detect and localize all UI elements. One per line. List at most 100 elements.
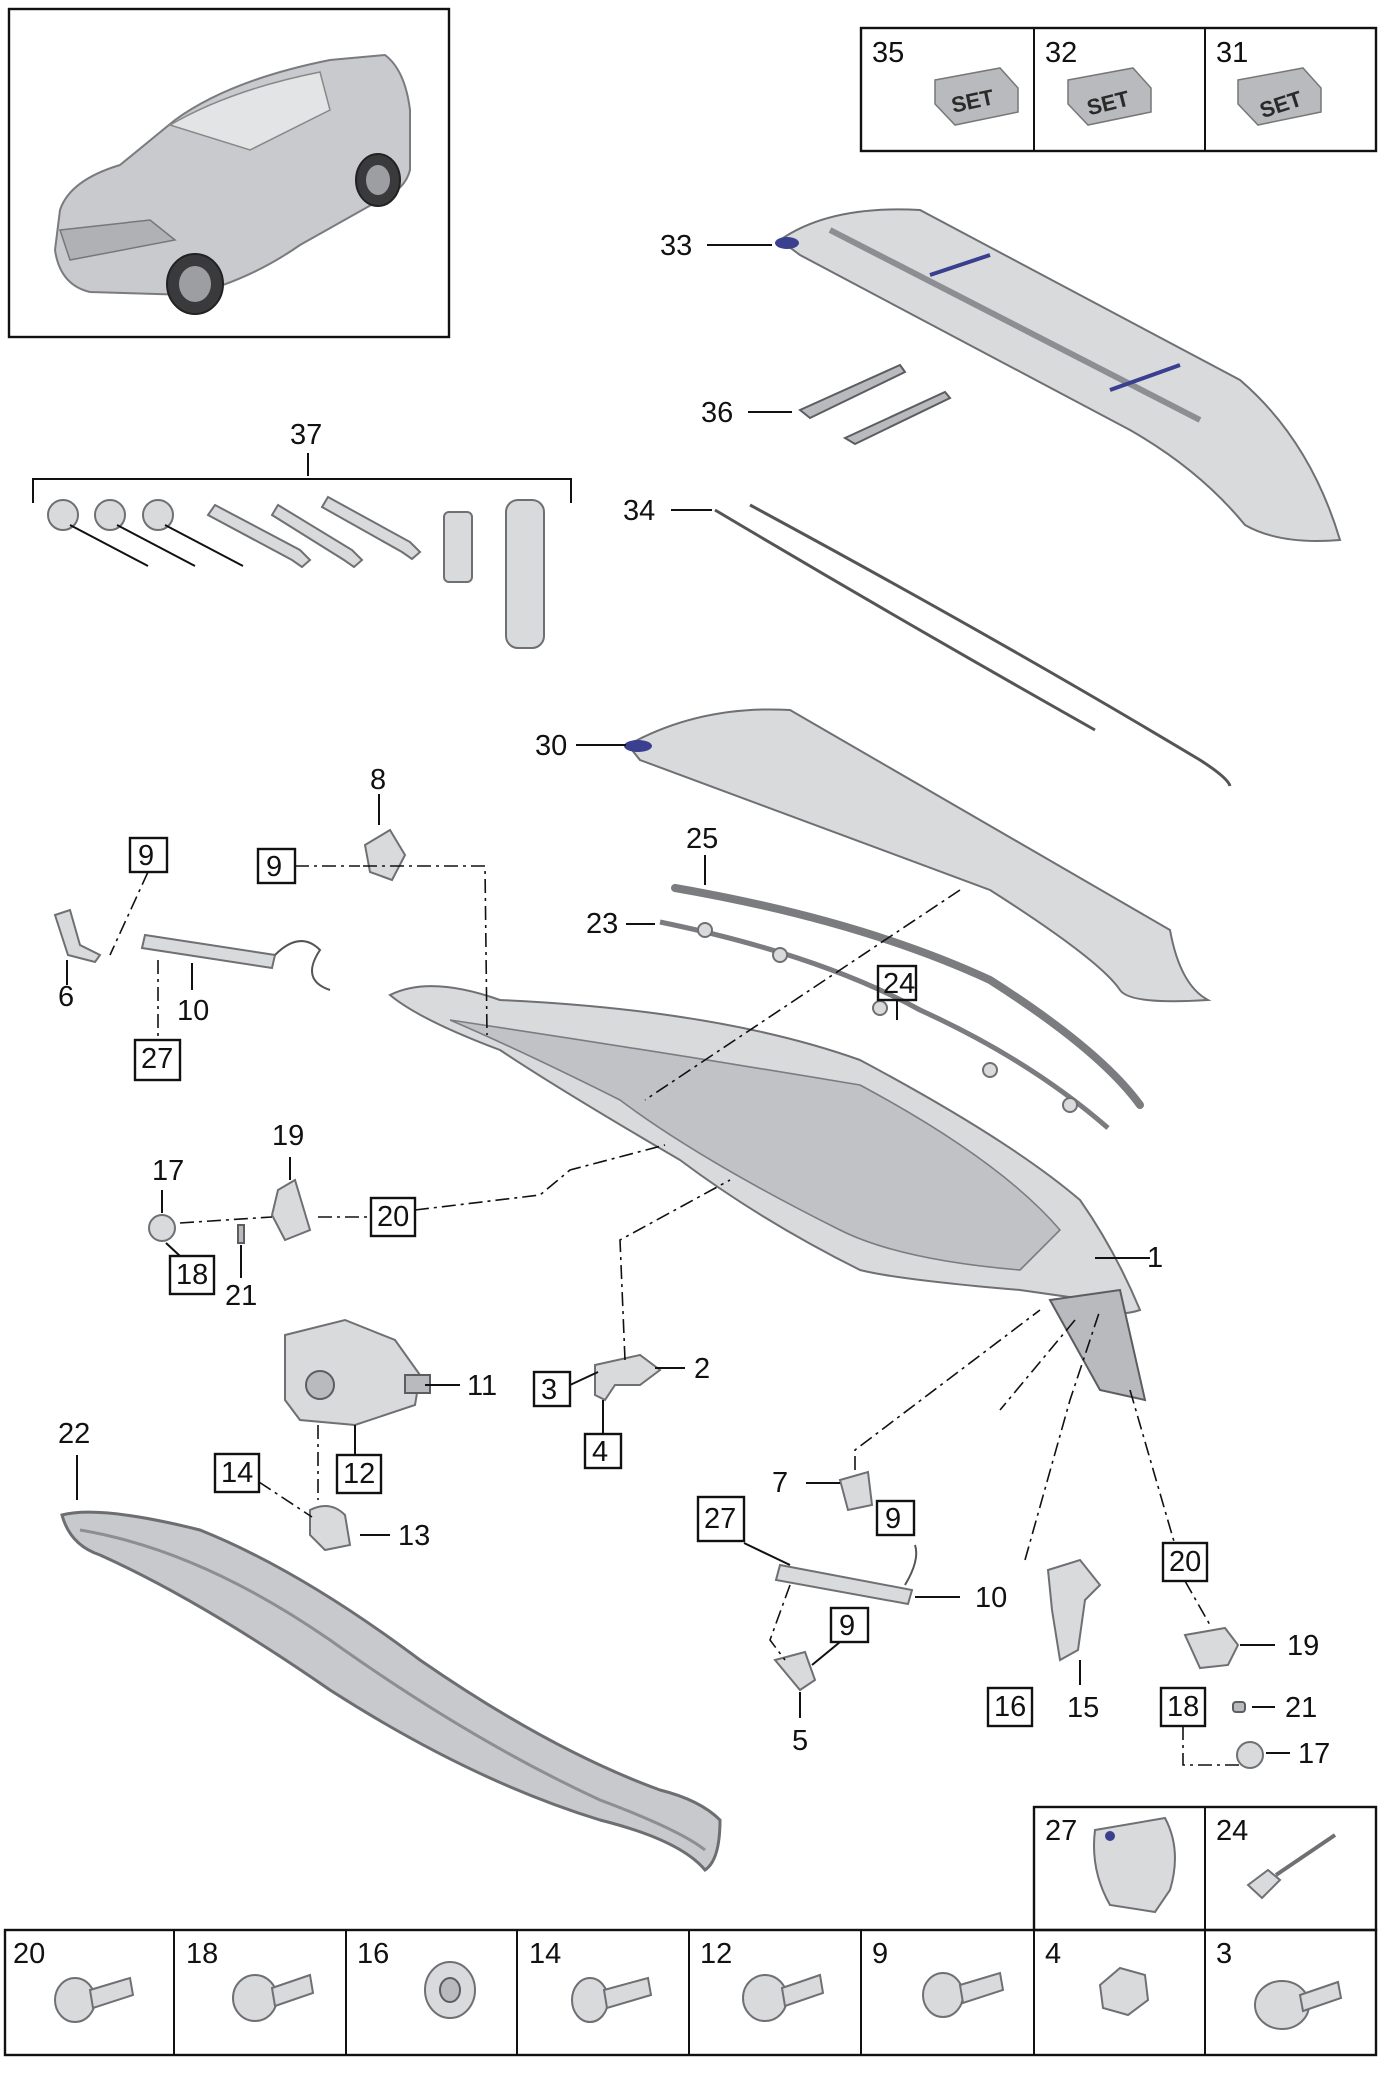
ball-socket-8-part[interactable]	[363, 828, 407, 882]
set-cell-32[interactable]: 32 SET	[1045, 37, 1152, 126]
clip-icon	[47, 499, 244, 567]
set-box-icon	[934, 67, 1019, 126]
seal-25-part[interactable]	[671, 884, 1144, 1109]
callout-10[interactable]: 10	[975, 1582, 1007, 1614]
set-cell-35[interactable]: 35 SET	[872, 37, 1019, 126]
callout-21[interactable]: 21	[225, 1280, 257, 1312]
actuator-15-part[interactable]	[1046, 1558, 1102, 1662]
part-number: 14	[529, 1938, 561, 1970]
garnish-panel-part[interactable]	[624, 708, 1212, 1003]
box-callout-9-lower[interactable]: 9	[811, 1606, 870, 1666]
callout-9: 9	[839, 1610, 855, 1642]
callout-5[interactable]: 5	[792, 1725, 808, 1757]
hinge-part[interactable]	[594, 1353, 662, 1402]
part-cell-9[interactable]: 9	[872, 1938, 1005, 2018]
callout-19[interactable]: 19	[272, 1120, 304, 1152]
part-cell-16[interactable]: 16	[357, 1938, 476, 2019]
callout-27: 27	[141, 1043, 173, 1075]
callout-18: 18	[1167, 1691, 1199, 1723]
callout-36[interactable]: 36	[701, 397, 733, 429]
box-callout-16[interactable]: 16	[986, 1686, 1034, 1728]
callout-33[interactable]: 33	[660, 230, 692, 262]
part-cell-24[interactable]: 24	[1216, 1815, 1337, 1900]
callout-25[interactable]: 25	[686, 823, 718, 855]
part-number: 3	[1216, 1938, 1232, 1970]
box-callout-9-left[interactable]: 9	[109, 836, 169, 956]
set-header-table: 35 SET 32 SET 31 SET	[859, 26, 1378, 153]
box-callout-18-left[interactable]: 18	[165, 1242, 216, 1296]
gas-strut-lower-part[interactable]	[773, 1544, 918, 1692]
callout-30[interactable]: 30	[535, 730, 567, 762]
box-callout-3[interactable]: 3	[532, 1370, 599, 1408]
buffer-19-upper-part[interactable]	[148, 1178, 312, 1244]
callout-23[interactable]: 23	[586, 908, 618, 940]
part-cell-20[interactable]: 20	[13, 1938, 135, 2023]
box-callout-12[interactable]: 12	[335, 1425, 383, 1495]
box-callout-4[interactable]: 4	[583, 1400, 623, 1470]
box-callout-20-right[interactable]: 20	[1129, 1389, 1211, 1626]
bolt-icon	[232, 1973, 315, 2022]
tailgate-part[interactable]	[388, 985, 1147, 1402]
callout-34[interactable]: 34	[623, 495, 655, 527]
callout-19[interactable]: 19	[1287, 1630, 1319, 1662]
box-callout-27-lower[interactable]: 27	[696, 1495, 791, 1566]
callout-6[interactable]: 6	[58, 981, 74, 1013]
callout-17[interactable]: 17	[152, 1155, 184, 1187]
buffer-19-lower-part[interactable]	[1183, 1626, 1264, 1769]
part-cell-3[interactable]: 3	[1216, 1938, 1343, 2030]
callout-2[interactable]: 2	[694, 1353, 710, 1385]
callout-11[interactable]: 11	[467, 1370, 497, 1402]
callout-13[interactable]: 13	[398, 1520, 430, 1552]
bolt-icon	[922, 1971, 1005, 2018]
callout-37[interactable]: 37	[290, 419, 322, 451]
box-callout-24[interactable]: 24	[876, 964, 918, 1020]
box-callout-20-left[interactable]: 20	[318, 1144, 666, 1238]
set-cell-31[interactable]: 31 SET	[1216, 37, 1322, 126]
box-callout-27-upper[interactable]: 27	[133, 1038, 182, 1082]
callout-17[interactable]: 17	[1298, 1738, 1330, 1770]
fixing-kit-part[interactable]: 37	[32, 419, 572, 649]
small-parts-bottom-table: 20 18 16 14	[3, 1928, 1378, 2057]
ball-socket-7-part[interactable]	[838, 1470, 874, 1512]
part-cell-18[interactable]: 18	[186, 1938, 315, 2022]
protective-sleeve-icon	[1093, 1816, 1176, 1914]
box-callout-9-upper[interactable]: 9	[256, 847, 360, 885]
callout-12: 12	[343, 1458, 375, 1490]
callout-10[interactable]: 10	[177, 995, 209, 1027]
callout-9: 9	[885, 1503, 901, 1535]
small-parts-upper-table: 27 24	[1032, 1805, 1378, 1932]
box-callout-18-right[interactable]: 18	[1159, 1686, 1240, 1766]
callout-7[interactable]: 7	[772, 1467, 788, 1499]
rivet-icon	[1246, 1868, 1282, 1900]
part-number: 16	[357, 1938, 389, 1970]
part-cell-4[interactable]: 4	[1045, 1938, 1150, 2017]
callout-8[interactable]: 8	[370, 764, 386, 796]
callout-20: 20	[377, 1201, 409, 1233]
part-cell-12[interactable]: 12	[700, 1938, 825, 2022]
gas-strut-upper-part[interactable]	[53, 908, 331, 991]
part-number: 9	[872, 1938, 888, 1970]
spoiler-insert-part[interactable]	[798, 363, 952, 446]
vehicle-thumbnail	[7, 7, 451, 339]
lock-actuator-part[interactable]	[284, 1318, 431, 1427]
spoiler-part[interactable]	[775, 208, 1342, 542]
box-callout-14[interactable]: 14	[213, 1452, 313, 1518]
callout-22[interactable]: 22	[58, 1418, 90, 1450]
striker-13-part[interactable]	[309, 1505, 352, 1552]
callout-15[interactable]: 15	[1067, 1692, 1099, 1724]
bracket-23-part[interactable]	[659, 919, 1110, 1130]
part-number: 27	[1045, 1815, 1077, 1847]
weatherstrip-22-part[interactable]	[60, 1510, 722, 1872]
seal-strips-part[interactable]	[714, 503, 1232, 787]
part-cell-27[interactable]: 27	[1045, 1815, 1176, 1914]
bolt-icon	[571, 1976, 653, 2023]
box-callout-9-mid[interactable]: 9	[875, 1499, 916, 1537]
callout-9: 9	[138, 840, 154, 872]
flange-bolt-icon	[1254, 1980, 1343, 2030]
callout-27: 27	[704, 1503, 736, 1535]
part-cell-14[interactable]: 14	[529, 1938, 653, 2023]
callout-21[interactable]: 21	[1285, 1692, 1317, 1724]
callout-1[interactable]: 1	[1147, 1242, 1163, 1274]
callout-9: 9	[266, 851, 282, 883]
